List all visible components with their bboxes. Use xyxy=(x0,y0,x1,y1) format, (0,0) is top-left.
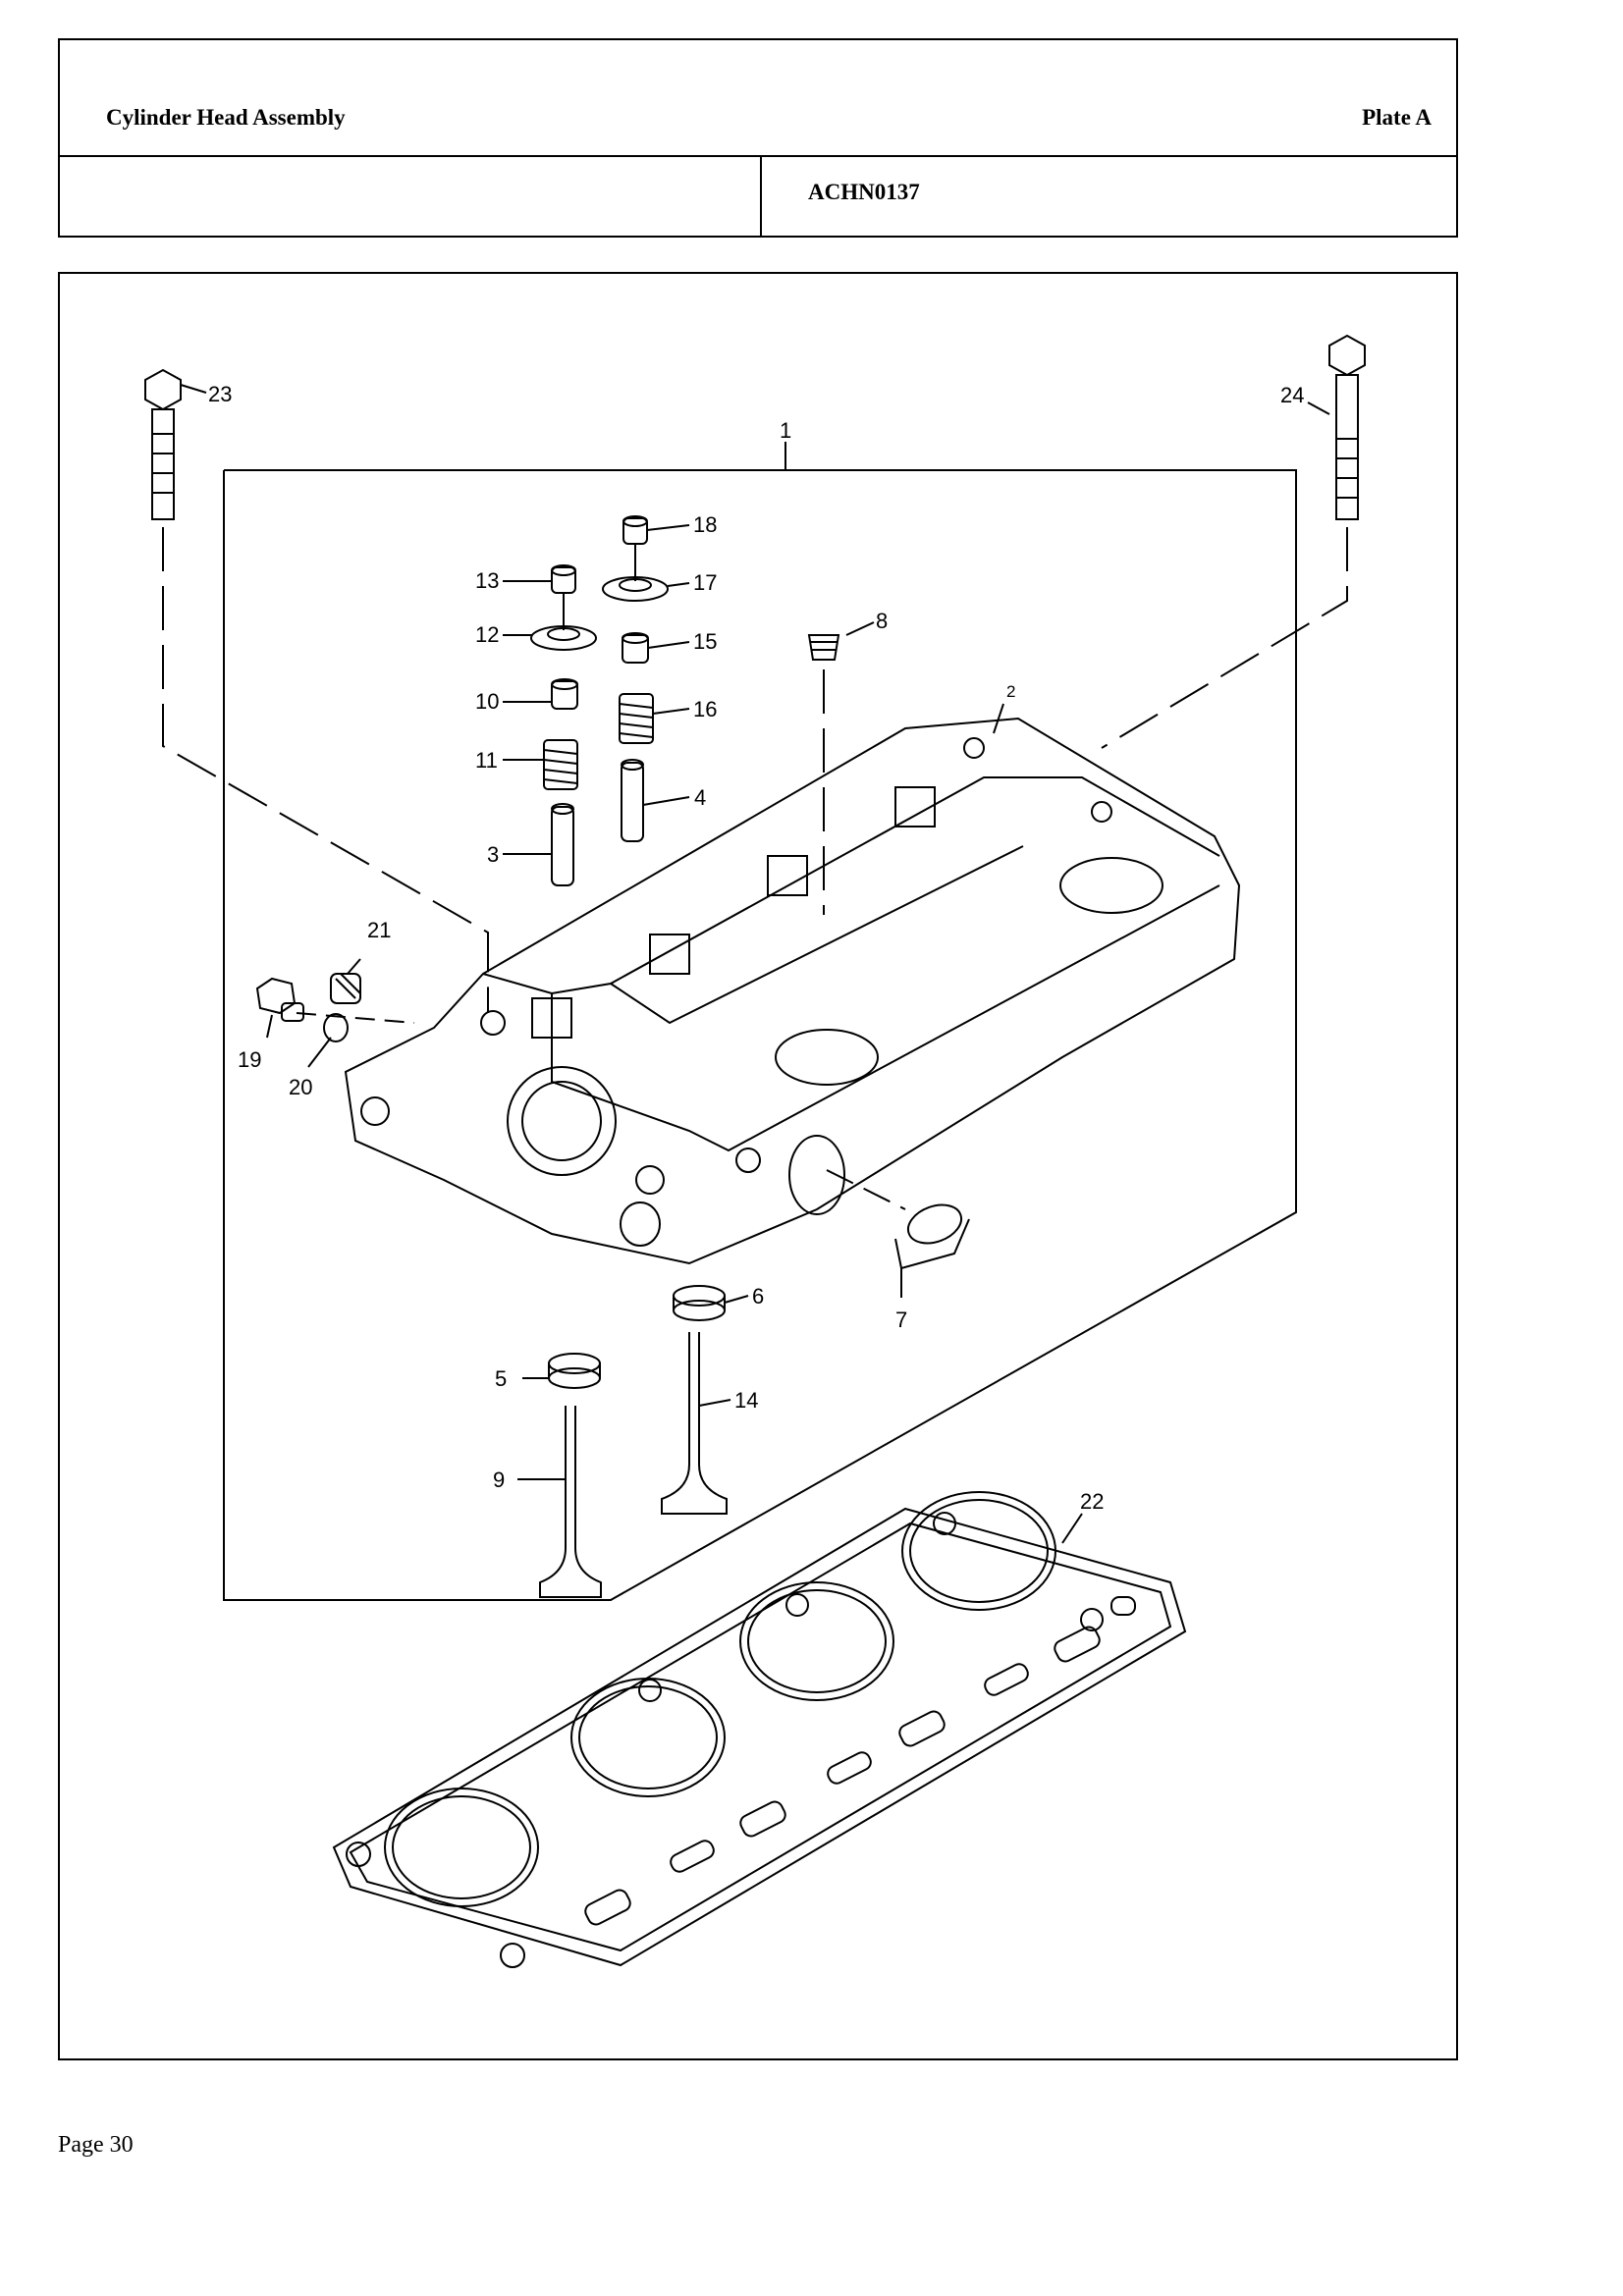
cam-bush-7 xyxy=(894,1203,970,1270)
valve-spring-16 xyxy=(619,693,654,744)
washer-20 xyxy=(323,1013,349,1042)
drawing-code: ACHN0137 xyxy=(808,180,920,204)
callout-14: 14 xyxy=(734,1388,758,1413)
callout-1: 1 xyxy=(780,418,791,443)
callout-23: 23 xyxy=(208,382,232,406)
exploded-view-figure: 1 2 3 4 5 6 7 8 9 10 11 12 13 14 15 16 1… xyxy=(58,272,1458,2060)
callout-15: 15 xyxy=(693,629,717,654)
callout-9: 9 xyxy=(493,1468,505,1492)
header-title-row: Cylinder Head Assembly Plate A xyxy=(60,40,1456,157)
callout-21: 21 xyxy=(367,918,391,942)
header-table: Cylinder Head Assembly Plate A ACHN0137 xyxy=(58,38,1458,238)
header-divider xyxy=(760,155,762,236)
leader-lines xyxy=(180,384,1330,1544)
callout-5: 5 xyxy=(495,1366,507,1391)
callout-22: 22 xyxy=(1080,1489,1104,1514)
valve-seal-10 xyxy=(551,678,578,710)
valve-9 xyxy=(539,1406,602,1598)
valve-guide-4 xyxy=(621,759,644,842)
bolt-23 xyxy=(144,368,182,520)
callout-2: 2 xyxy=(1006,682,1015,701)
tappet-18 xyxy=(622,515,648,581)
callout-17: 17 xyxy=(693,570,717,595)
callout-16: 16 xyxy=(693,697,717,721)
plug-8 xyxy=(807,634,840,661)
assembly-boundary xyxy=(223,469,1297,1601)
exploded-view-drawing: 1 2 3 4 5 6 7 8 9 10 11 12 13 14 15 16 1… xyxy=(144,334,1366,1968)
callout-19: 19 xyxy=(238,1047,261,1072)
cylinder-head xyxy=(344,717,1241,1265)
page-number: Page 30 xyxy=(58,2132,134,2158)
callout-18: 18 xyxy=(693,512,717,537)
valve-spring-11 xyxy=(543,739,578,790)
callout-7: 7 xyxy=(895,1308,907,1332)
callout-12: 12 xyxy=(475,622,499,647)
valve-seat-5 xyxy=(548,1353,601,1389)
plug-21 xyxy=(330,973,361,1004)
valve-seal-15 xyxy=(622,632,649,664)
callout-4: 4 xyxy=(694,785,706,810)
callout-labels: 1 2 3 4 5 6 7 8 9 10 11 12 13 14 15 16 1… xyxy=(208,382,1304,1514)
valve-guide-3 xyxy=(551,803,574,886)
callout-6: 6 xyxy=(752,1284,764,1308)
callout-24: 24 xyxy=(1280,383,1304,407)
bolt-24 xyxy=(1328,334,1366,520)
callout-3: 3 xyxy=(487,842,499,867)
callout-13: 13 xyxy=(475,568,499,593)
callout-8: 8 xyxy=(876,609,888,633)
callout-11: 11 xyxy=(475,748,498,773)
tappet-13 xyxy=(551,564,576,630)
valve-14 xyxy=(661,1332,728,1515)
plate-label: Plate A xyxy=(1362,105,1432,130)
head-gasket-22 xyxy=(332,1491,1187,1968)
plug-19 xyxy=(255,977,304,1022)
valve-seat-6 xyxy=(673,1285,726,1321)
callout-20: 20 xyxy=(289,1075,312,1099)
callout-10: 10 xyxy=(475,689,499,714)
document-title: Cylinder Head Assembly xyxy=(106,105,346,130)
